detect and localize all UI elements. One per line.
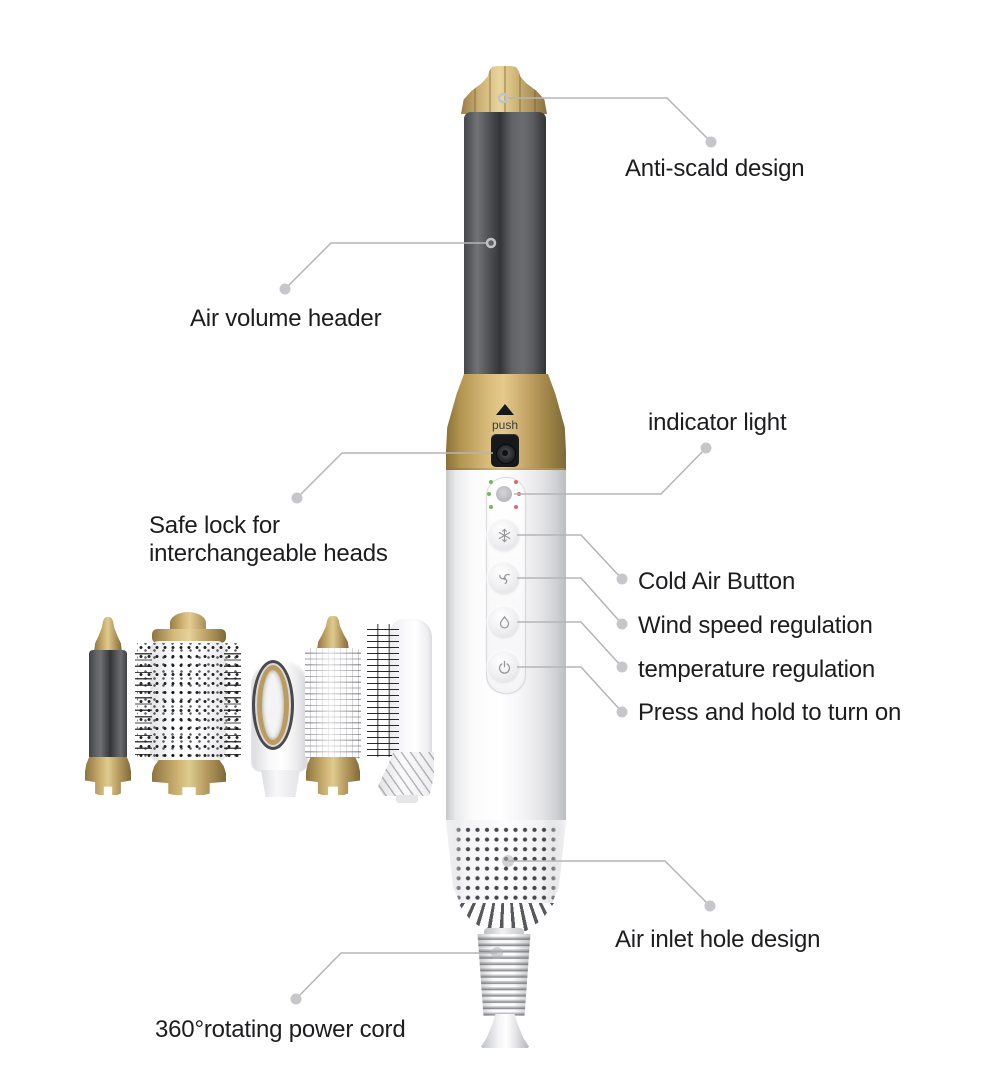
green-led [489, 505, 493, 509]
callout-dot-anti-scald [705, 136, 717, 148]
label-press-hold: Press and hold to turn on [638, 699, 902, 726]
tip-grooves [461, 66, 547, 114]
curling-barrel-attachment-base [85, 757, 131, 795]
nozzle-gold-ring [257, 665, 289, 745]
push-arrow-icon [496, 404, 514, 415]
label-temperature: temperature regulation [638, 656, 876, 683]
large-round-brush-cap [152, 629, 226, 643]
callout-line-air-volume [279, 237, 497, 295]
air-inlet-section [446, 820, 566, 904]
label-wind-speed: Wind speed regulation [638, 612, 873, 639]
snowflake-icon [498, 528, 510, 542]
red-led [517, 492, 521, 496]
soft-round-brush-tip [317, 616, 349, 650]
callout-dot-air-volume [279, 283, 291, 295]
device-barrel [464, 112, 546, 377]
callout-dot-wind-speed [616, 618, 628, 630]
callout-dot-press-hold [616, 706, 628, 718]
large-round-brush-base [152, 760, 226, 795]
label-cold-air: Cold Air Button [638, 568, 796, 595]
callout-dot-safe-lock [291, 492, 303, 504]
cold-air-button [489, 520, 519, 550]
red-led [514, 505, 518, 509]
power-button [489, 652, 519, 682]
power-icon [498, 660, 510, 674]
vent-band [458, 903, 554, 931]
collar-trim [447, 468, 565, 471]
callout-dot-air-inlet [704, 900, 716, 912]
green-led [487, 492, 491, 496]
heat-icon [499, 615, 509, 628]
soft-brush-sheen [305, 648, 361, 760]
safe-lock-push-button [491, 434, 519, 467]
label-safe-lock: Safe lock for interchangeable heads [149, 512, 388, 567]
cord-shading [477, 934, 531, 1016]
label-power-cord: 360°rotating power cord [155, 1016, 406, 1043]
cord-strain-relief [481, 1014, 529, 1048]
green-led [489, 480, 493, 484]
cord-collar [484, 928, 524, 937]
paddle-comb-base [378, 752, 434, 796]
label-indicator-light: indicator light [648, 409, 787, 436]
vent-slots [458, 903, 554, 931]
callout-dot-indicator-light [700, 442, 712, 454]
soft-round-brush-base [306, 757, 360, 795]
inlet-edge-fade [446, 820, 566, 904]
paddle-comb-tab [396, 795, 418, 803]
callout-dot-power-cord [290, 993, 302, 1005]
paddle-comb-bristles [367, 624, 399, 757]
curling-barrel-attachment-tip [94, 617, 122, 652]
callout-dot-temperature [616, 661, 628, 673]
callout-dot-cold-air [616, 573, 628, 585]
temperature-button [489, 607, 519, 637]
rotating-power-cord [477, 934, 531, 1016]
fan-icon [498, 573, 510, 584]
soft-round-brush-attachment [305, 648, 361, 760]
large-round-brush-bristles [137, 643, 239, 760]
curling-barrel-attachment [89, 650, 127, 760]
callout-line-power-cord [290, 947, 503, 1005]
push-label: push [491, 418, 519, 432]
large-round-brush-knob [170, 612, 206, 634]
brush-bristle-fringe [135, 648, 152, 756]
wind-speed-button [489, 563, 519, 593]
anti-scald-tip [461, 66, 547, 114]
push-button-ring [496, 444, 516, 464]
paddle-comb-ridges [378, 752, 434, 796]
nozzle-stem [261, 770, 300, 797]
red-led [514, 480, 518, 484]
indicator-light [496, 486, 512, 502]
label-anti-scald: Anti-scald design [625, 155, 805, 182]
brush-bristle-fringe [224, 648, 241, 756]
nozzle-oval-opening [252, 660, 294, 750]
label-air-volume: Air volume header [190, 305, 382, 332]
label-air-inlet: Air inlet hole design [615, 926, 821, 953]
